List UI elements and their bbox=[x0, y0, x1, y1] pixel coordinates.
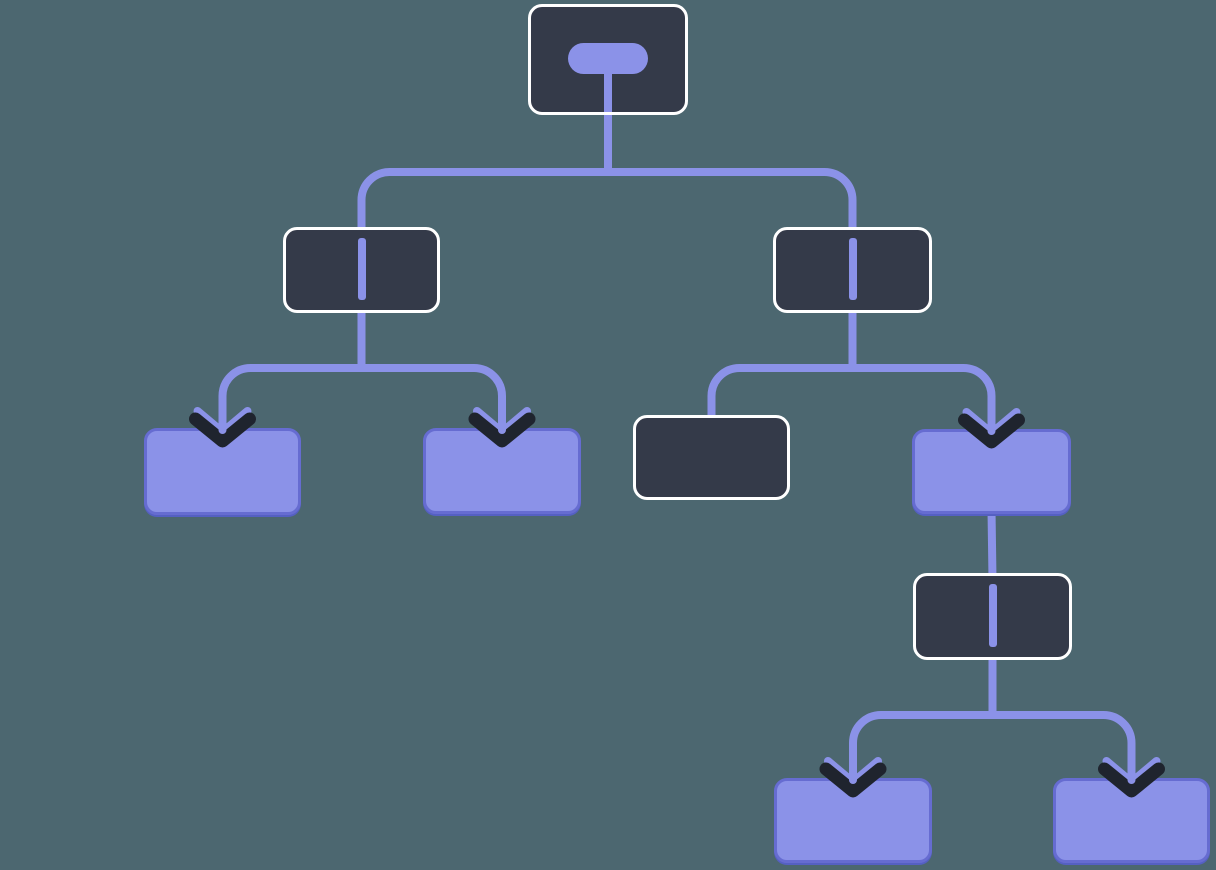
node-root[interactable] bbox=[528, 4, 688, 115]
node-leaf-bottom-2[interactable] bbox=[1053, 778, 1210, 863]
node-branch-left[interactable] bbox=[283, 227, 440, 313]
pill-connector-icon-stem bbox=[604, 69, 612, 112]
node-action-purple[interactable] bbox=[912, 429, 1071, 514]
node-leaf-left-2[interactable] bbox=[423, 428, 581, 514]
node-branch-lower[interactable] bbox=[913, 573, 1072, 660]
pass-through-line bbox=[848, 238, 857, 300]
node-leaf-bottom-1[interactable] bbox=[774, 778, 932, 863]
pill-connector-icon bbox=[568, 43, 648, 74]
node-action-dark[interactable] bbox=[633, 415, 790, 500]
node-branch-right[interactable] bbox=[773, 227, 932, 313]
pass-through-line bbox=[357, 238, 366, 300]
node-leaf-left-1[interactable] bbox=[144, 428, 301, 515]
pass-through-line bbox=[988, 584, 997, 647]
